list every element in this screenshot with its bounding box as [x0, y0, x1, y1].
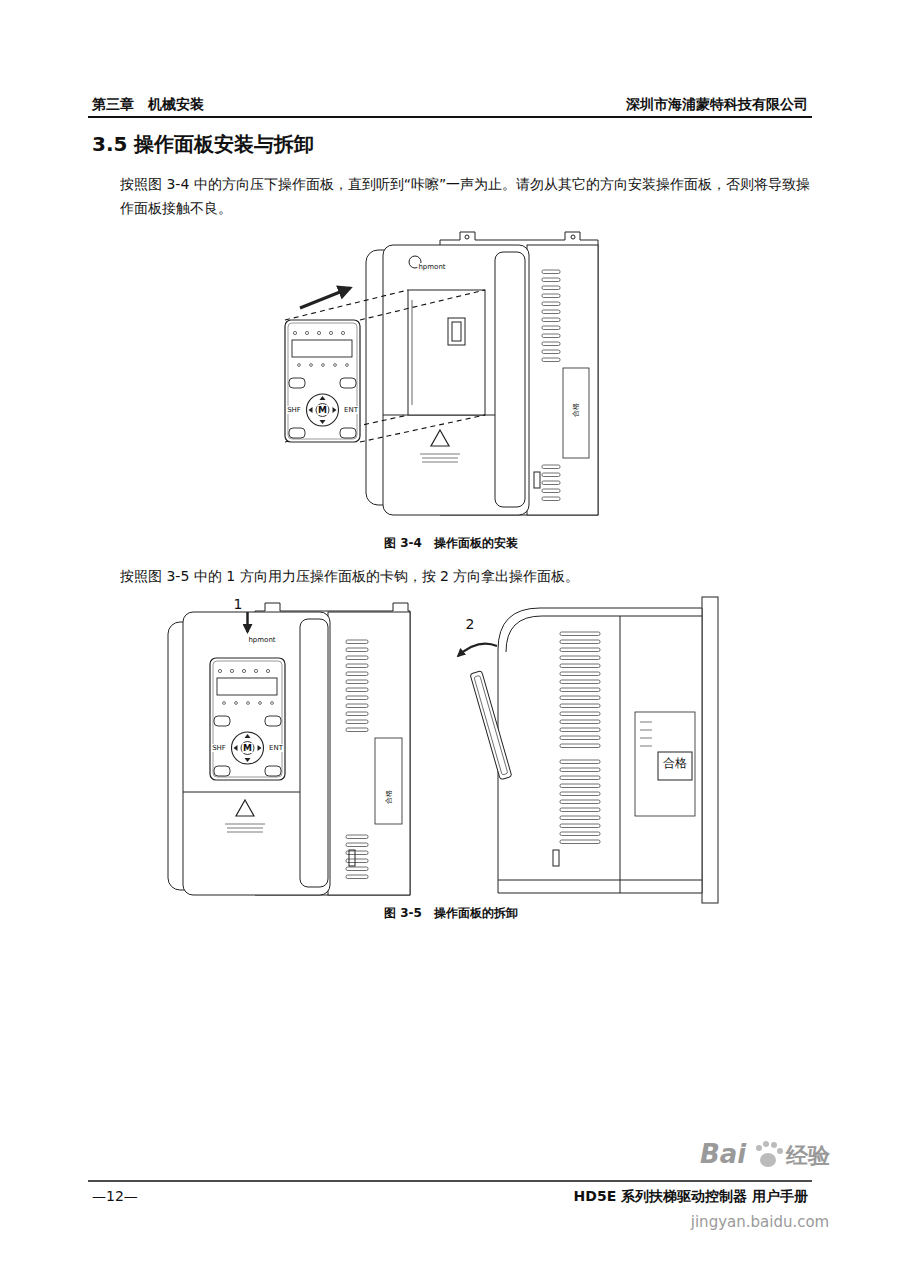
- key-label: M: [242, 743, 253, 753]
- key-label: M: [317, 405, 328, 415]
- manual-title: HD5E 系列扶梯驱动控制器 用户手册: [574, 1188, 808, 1204]
- brand-logo: hpmont: [417, 263, 446, 271]
- callout-number: 2: [466, 616, 475, 632]
- approval-mark: 合格: [572, 402, 580, 418]
- chapter-header: 第三章 机械安装: [92, 96, 204, 112]
- approval-mark: 合格: [662, 757, 688, 771]
- figure-caption: 图 3-5 操作面板的拆卸: [384, 907, 518, 921]
- key-label: SHF: [211, 744, 227, 752]
- key-label: ENT: [343, 406, 359, 414]
- body-paragraph: 按照图 3-5 中的 1 方向用力压操作面板的卡钩，按 2 方向拿出操作面板。: [120, 564, 815, 588]
- brand-logo: hpmont: [247, 636, 276, 644]
- section-title: 3.5 操作面板安装与拆卸: [92, 132, 314, 156]
- key-label: ENT: [268, 744, 284, 752]
- watermark: 经验: [786, 1143, 830, 1168]
- company-name: 深圳市海浦蒙特科技有限公司: [626, 96, 808, 112]
- body-paragraph: 按照图 3-4 中的方向压下操作面板，直到听到“咔嚓”一声为止。请勿从其它的方向…: [120, 172, 815, 220]
- approval-mark: 合格: [385, 789, 393, 805]
- callout-number: 1: [234, 596, 243, 612]
- watermark: Bai: [700, 1140, 746, 1170]
- key-label: SHF: [286, 406, 302, 414]
- watermark: jingyan.baidu.com: [691, 1214, 829, 1231]
- figure-caption: 图 3-4 操作面板的安装: [384, 537, 518, 551]
- page-number: —12—: [92, 1188, 138, 1204]
